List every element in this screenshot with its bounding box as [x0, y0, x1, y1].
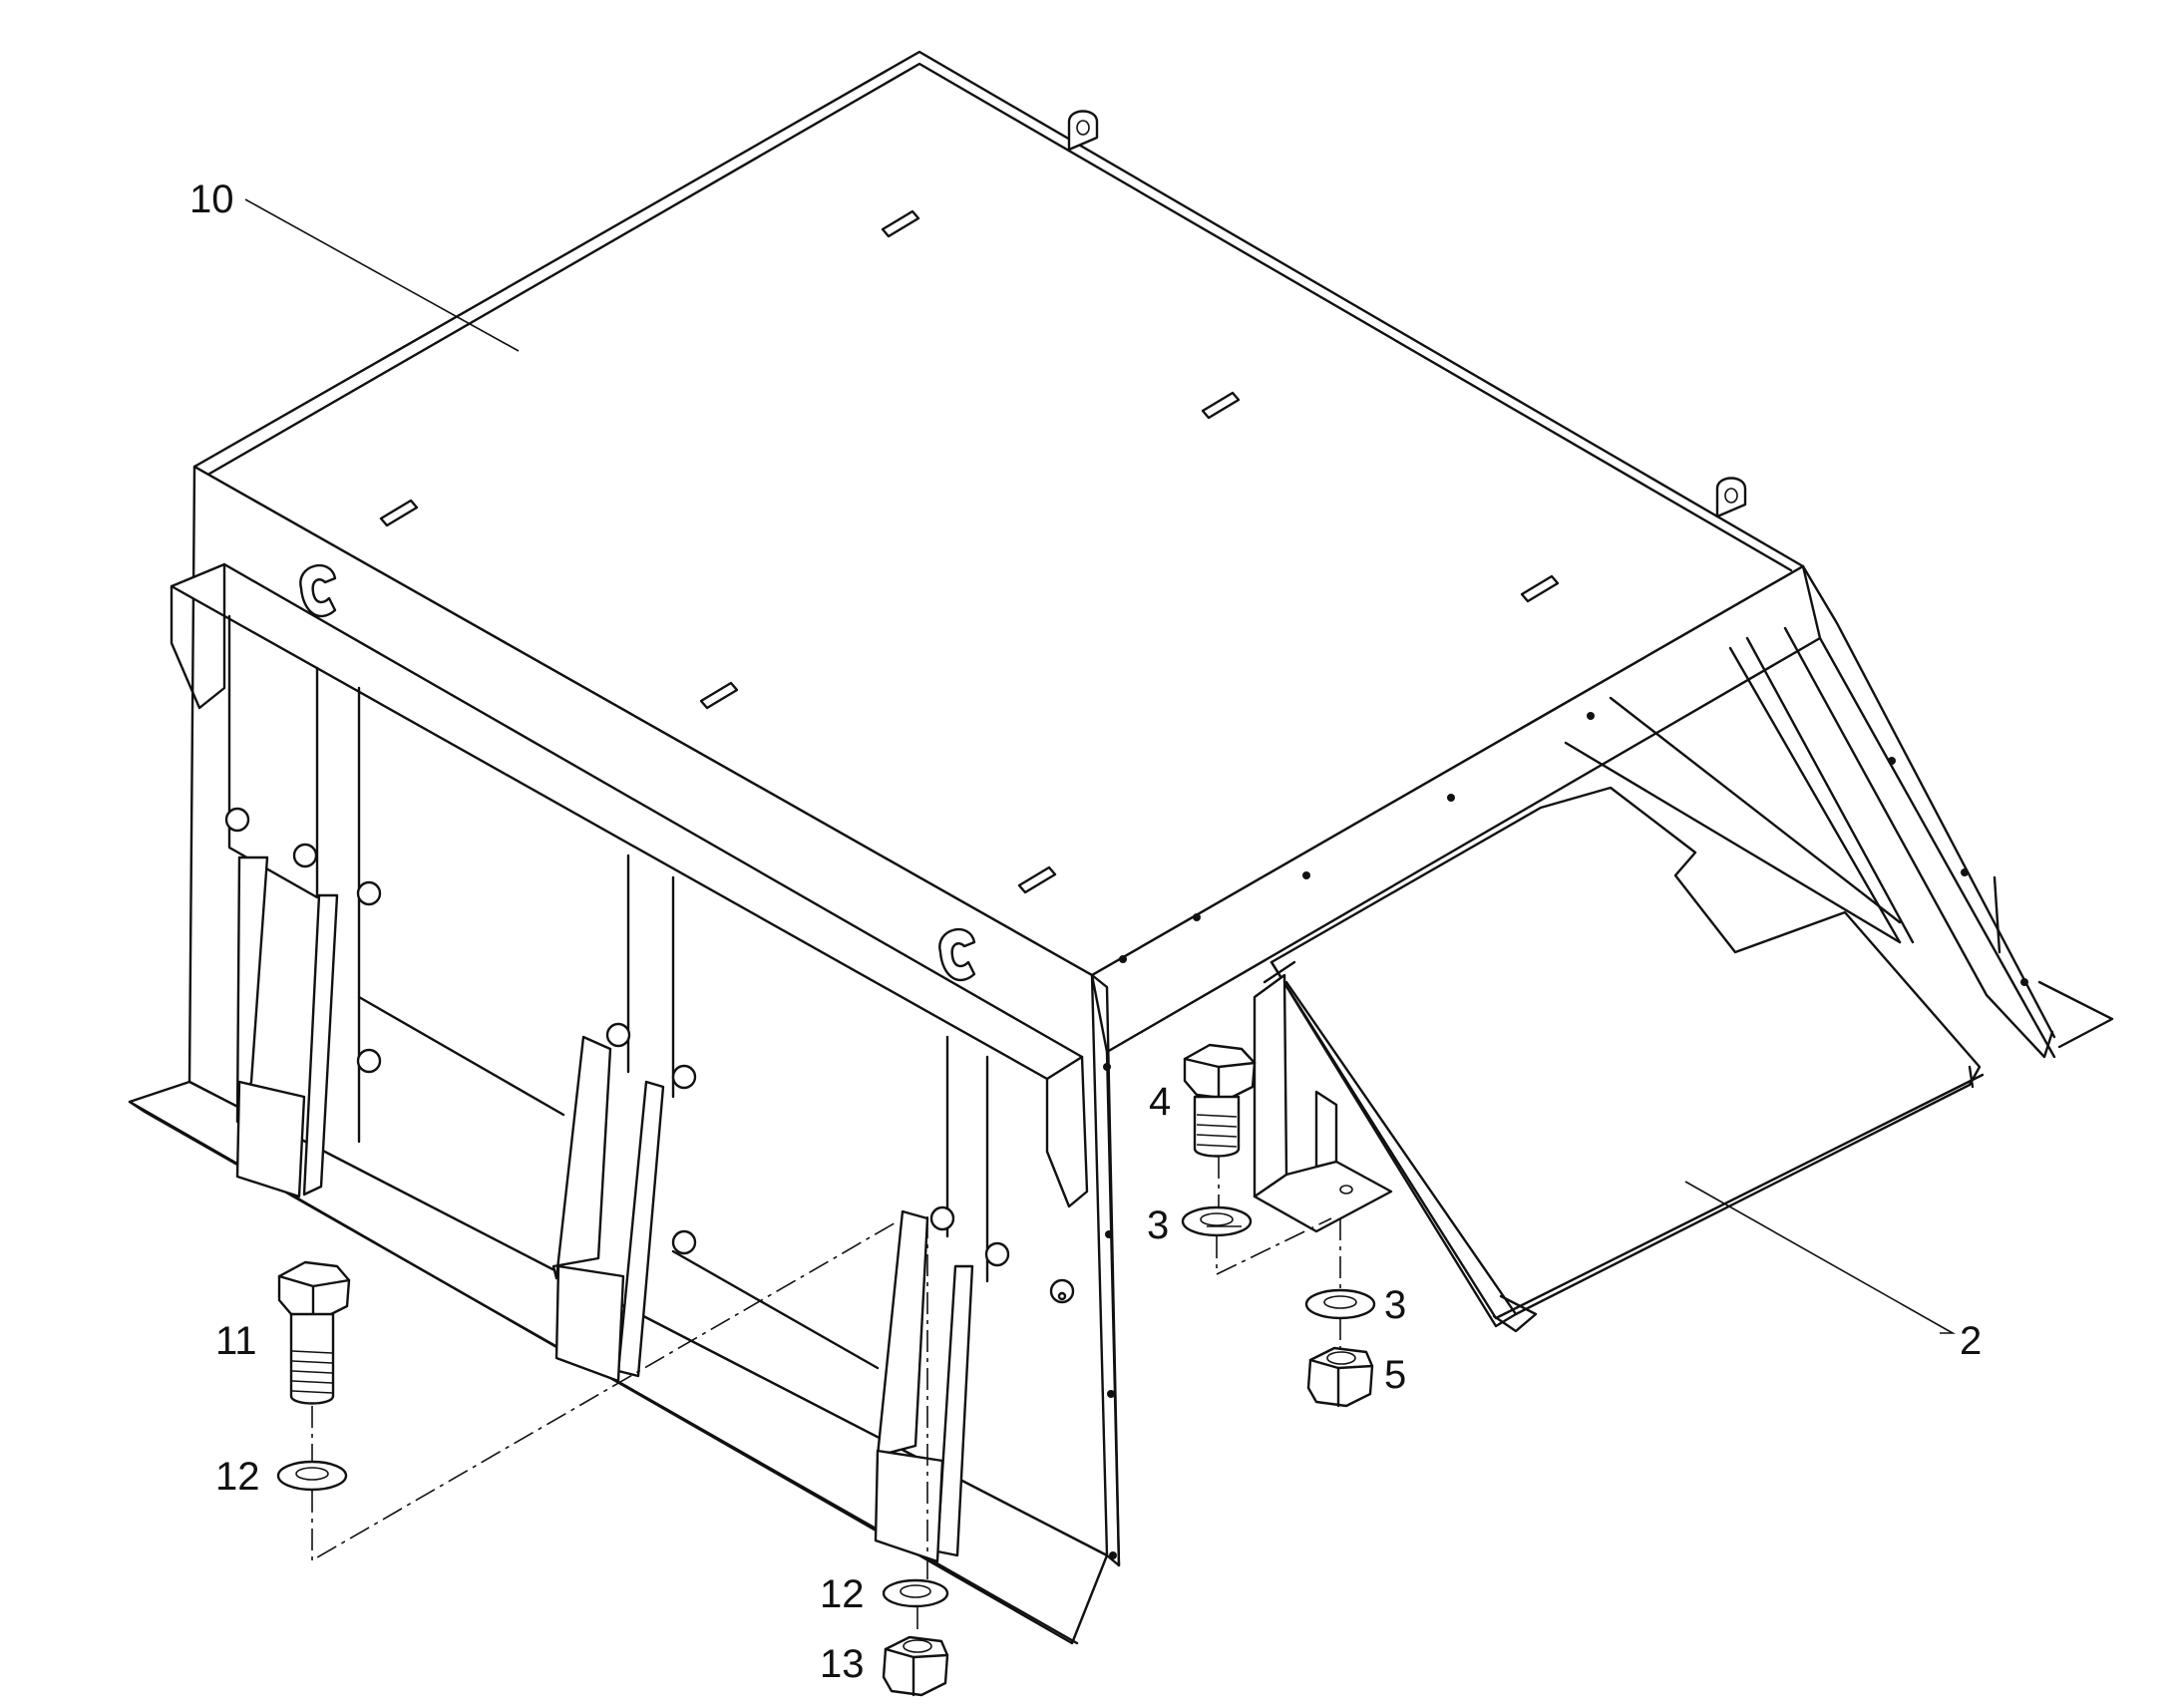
side-frame: [1564, 564, 2114, 1059]
front-panel-bolts: [224, 807, 1075, 1304]
callout-12-left: 12: [215, 1455, 260, 1499]
floor-plate-part-2: [1270, 786, 1985, 1333]
bolt-part-11: [277, 1260, 351, 1405]
nut-part-13: [882, 1635, 949, 1697]
callout-leaders: [244, 198, 1957, 1334]
callout-3-upper: 3: [1147, 1203, 1169, 1247]
callout-5: 5: [1384, 1353, 1406, 1397]
nut-part-5: [1306, 1346, 1374, 1408]
washer-part-12-left: [276, 1460, 348, 1492]
callout-10: 10: [189, 177, 234, 221]
callout-12-bottom: 12: [820, 1572, 865, 1616]
callout-labels: 10 2 4 3 3 5 11 12 12 13: [189, 177, 1982, 1686]
callout-2: 2: [1960, 1319, 1982, 1363]
washer-part-12-bottom: [882, 1578, 949, 1608]
assembly-lines: [311, 1157, 1341, 1635]
bolt-part-4: [1183, 1043, 1257, 1158]
washer-part-3-upper: [1181, 1205, 1253, 1237]
callout-3-lower: 3: [1384, 1283, 1406, 1327]
side-rail-rivets: [1103, 712, 1595, 1559]
housing-part-10: [128, 50, 1822, 1645]
callout-11: 11: [215, 1319, 257, 1363]
callout-4: 4: [1149, 1080, 1171, 1124]
callout-13: 13: [820, 1642, 865, 1686]
washer-part-3-lower: [1304, 1288, 1376, 1320]
mount-bracket: [1253, 960, 1393, 1233]
top-panel-slots: [379, 209, 1560, 894]
lifting-eye-icon: [299, 110, 1747, 982]
